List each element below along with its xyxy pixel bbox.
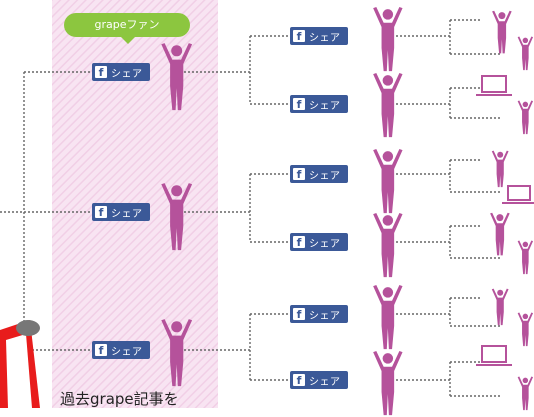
person-icon [373, 149, 403, 214]
person-icon [373, 213, 403, 278]
laptop-icon [502, 185, 534, 204]
caption-text: 過去grape記事を [60, 390, 179, 408]
facebook-icon: f [293, 168, 305, 181]
share-label: シェア [309, 376, 341, 388]
person-icon [491, 288, 509, 326]
facebook-icon: f [95, 206, 107, 219]
facebook-share-button[interactable]: f シェア [290, 233, 348, 251]
facebook-icon: f [293, 30, 305, 43]
facebook-icon: f [293, 236, 305, 249]
person-icon [373, 7, 403, 72]
facebook-share-button[interactable]: f シェア [290, 27, 348, 45]
facebook-icon: f [293, 98, 305, 111]
connector-lines [0, 0, 534, 408]
person-icon [517, 376, 534, 411]
person-icon [491, 150, 509, 188]
person-icon [373, 285, 403, 350]
share-label: シェア [111, 208, 143, 220]
person-icon [161, 43, 193, 111]
smartphone-icon [0, 320, 40, 408]
share-label: シェア [309, 100, 341, 112]
person-icon [373, 73, 403, 138]
facebook-share-button[interactable]: f シェア [290, 371, 348, 389]
facebook-share-button[interactable]: f シェア [92, 203, 150, 221]
person-icon [517, 36, 534, 71]
tree-connectors [0, 19, 500, 397]
laptop-icon [476, 345, 512, 366]
person-icon [161, 319, 193, 387]
facebook-icon: f [95, 66, 107, 79]
fan-tag-pointer [120, 36, 136, 44]
facebook-share-button[interactable]: f シェア [92, 341, 150, 359]
share-label: シェア [309, 310, 341, 322]
person-icon [517, 100, 534, 135]
laptop-icon [476, 75, 512, 96]
person-icon [517, 240, 534, 275]
person-icon [161, 183, 193, 251]
share-label: シェア [309, 32, 341, 44]
share-label: シェア [111, 346, 143, 358]
person-icon [492, 10, 512, 54]
facebook-icon: f [293, 308, 305, 321]
share-label: シェア [309, 170, 341, 182]
facebook-share-button[interactable]: f シェア [290, 165, 348, 183]
person-icon [517, 312, 534, 347]
fan-tag: grapeファン [64, 13, 190, 37]
facebook-share-button[interactable]: f シェア [290, 305, 348, 323]
share-label: シェア [309, 238, 341, 250]
person-icon [373, 351, 403, 416]
facebook-icon: f [293, 374, 305, 387]
facebook-share-button[interactable]: f シェア [92, 63, 150, 81]
share-label: シェア [111, 68, 143, 80]
facebook-share-button[interactable]: f シェア [290, 95, 348, 113]
person-icon [490, 212, 510, 256]
facebook-icon: f [95, 344, 107, 357]
